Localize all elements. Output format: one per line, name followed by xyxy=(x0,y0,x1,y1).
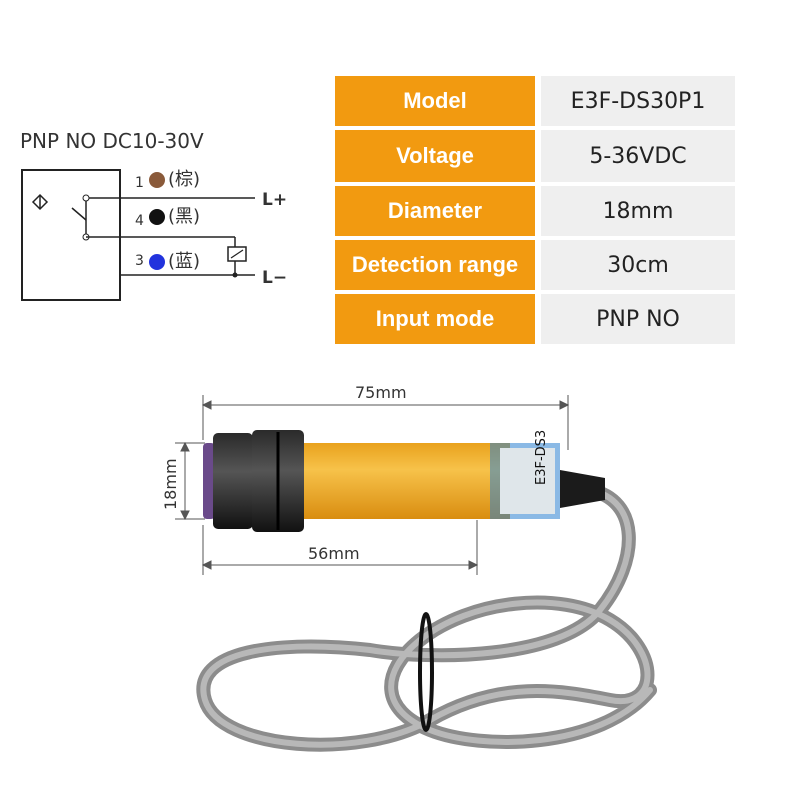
spec-label: Voltage xyxy=(335,130,535,182)
dimension-56mm: 56mm xyxy=(308,544,360,563)
product-illustration: E3F-DS3 75mm 56mm 18mm xyxy=(161,383,657,752)
wire-num-1: 1 xyxy=(135,175,144,191)
switch-contact-top xyxy=(82,194,90,202)
spec-value: 5-36VDC xyxy=(541,130,735,182)
spec-value: 18mm xyxy=(541,186,735,236)
wire-label-4: (黑) xyxy=(168,206,200,227)
spec-row-voltage: Voltage 5-36VDC xyxy=(335,130,735,182)
front-nut xyxy=(213,433,253,529)
l-minus-label: L− xyxy=(262,268,287,288)
spec-row-diameter: Diameter 18mm xyxy=(335,186,735,236)
wire-label-1: (棕) xyxy=(168,169,200,190)
spec-row-model: Model E3F-DS30P1 xyxy=(335,76,735,126)
cable-gland xyxy=(560,470,605,508)
wire-num-3: 3 xyxy=(135,253,144,269)
wiring-title: PNP NO DC10-30V xyxy=(20,129,204,153)
spec-value: 30cm xyxy=(541,240,735,290)
spec-row-detection-range: Detection range 30cm xyxy=(335,240,735,290)
sensor-body xyxy=(300,443,510,519)
dimension-75mm: 75mm xyxy=(355,383,407,402)
dimension-lines xyxy=(175,395,570,575)
brown-wire-dot xyxy=(149,172,165,188)
wire-num-4: 4 xyxy=(135,213,144,229)
black-wire-dot xyxy=(149,209,165,225)
blue-wire-dot xyxy=(149,254,165,270)
l-plus-label: L+ xyxy=(262,190,287,210)
spec-value: E3F-DS30P1 xyxy=(541,76,735,126)
spec-label: Model xyxy=(335,76,535,126)
wiring-diagram: PNP NO DC10-30V 1 (棕) 4 (黑) 3 (蓝) L+ L− xyxy=(20,129,287,301)
spec-label: Detection range xyxy=(335,240,535,290)
sensor-box xyxy=(21,169,121,301)
spec-label: Diameter xyxy=(335,186,535,236)
sensor-model-text: E3F-DS3 xyxy=(534,430,549,485)
spec-row-input-mode: Input mode PNP NO xyxy=(335,294,735,344)
wire-label-3: (蓝) xyxy=(168,251,200,272)
sensor-lens xyxy=(203,443,215,519)
dimension-18mm: 18mm xyxy=(161,458,180,510)
cable-tie xyxy=(418,612,434,732)
spec-table: Model E3F-DS30P1 Voltage 5-36VDC Diamete… xyxy=(335,76,735,348)
switch-blade xyxy=(71,207,87,221)
spec-label: Input mode xyxy=(335,294,535,344)
spec-value: PNP NO xyxy=(541,294,735,344)
sensor-symbol-icon xyxy=(31,193,49,211)
